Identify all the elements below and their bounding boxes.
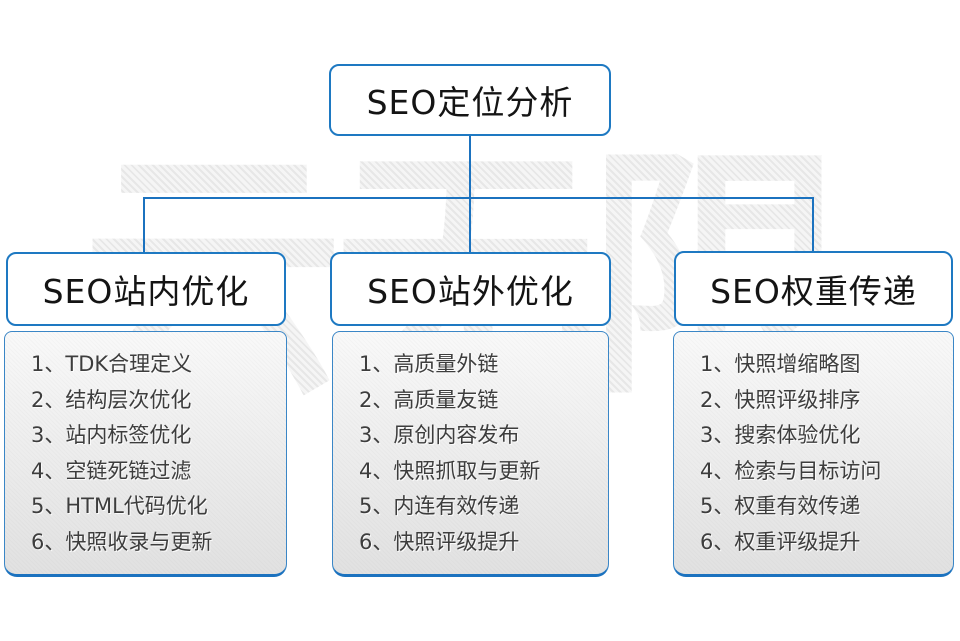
node-seo-offsite-label: SEO站外优化 [367, 272, 574, 311]
list-item: 3、原创内容发布 [359, 423, 520, 447]
node-seo-offsite: SEO站外优化 [330, 252, 611, 326]
node-seo-onsite: SEO站内优化 [6, 252, 286, 326]
list-seo-weight: 1、快照增缩略图 2、快照评级排序 3、搜索体验优化 4、检索与目标访问 5、权… [673, 331, 954, 577]
list-item: 1、高质量外链 [359, 352, 499, 376]
node-seo-onsite-label: SEO站内优化 [42, 272, 250, 311]
list-item: 6、权重评级提升 [700, 529, 861, 554]
list-item: 3、搜索体验优化 [700, 423, 861, 447]
list-item: 2、快照评级排序 [700, 387, 861, 412]
list-item: 1、TDK合理定义 [31, 352, 193, 376]
list-item: 4、空链死链过滤 [31, 458, 192, 483]
list-item: 1、快照增缩略图 [700, 352, 861, 376]
list-item: 2、高质量友链 [359, 387, 499, 412]
list-item: 6、快照评级提升 [359, 529, 520, 554]
list-item: 5、权重有效传递 [700, 494, 861, 518]
connector-right-vertical [812, 197, 814, 252]
node-seo-positioning: SEO定位分析 [329, 64, 611, 136]
list-item: 6、快照收录与更新 [31, 529, 213, 554]
connector-horizontal [143, 197, 814, 199]
list-seo-onsite: 1、TDK合理定义 2、结构层次优化 3、站内标签优化 4、空链死链过滤 5、H… [4, 331, 287, 577]
node-seo-positioning-label: SEO定位分析 [366, 83, 574, 122]
list-item: 2、结构层次优化 [31, 387, 192, 412]
list-seo-offsite: 1、高质量外链 2、高质量友链 3、原创内容发布 4、快照抓取与更新 5、内连有… [332, 331, 609, 577]
list-item: 5、HTML代码优化 [31, 494, 208, 518]
connector-left-vertical [143, 197, 145, 253]
list-item: 3、站内标签优化 [31, 423, 192, 447]
connector-root-vertical [469, 136, 471, 198]
list-item: 5、内连有效传递 [359, 494, 520, 518]
connector-middle-vertical [469, 197, 471, 253]
node-seo-weight: SEO权重传递 [674, 251, 953, 326]
list-item: 4、检索与目标访问 [700, 458, 882, 483]
node-seo-weight-label: SEO权重传递 [710, 271, 917, 311]
list-item: 4、快照抓取与更新 [359, 458, 541, 483]
